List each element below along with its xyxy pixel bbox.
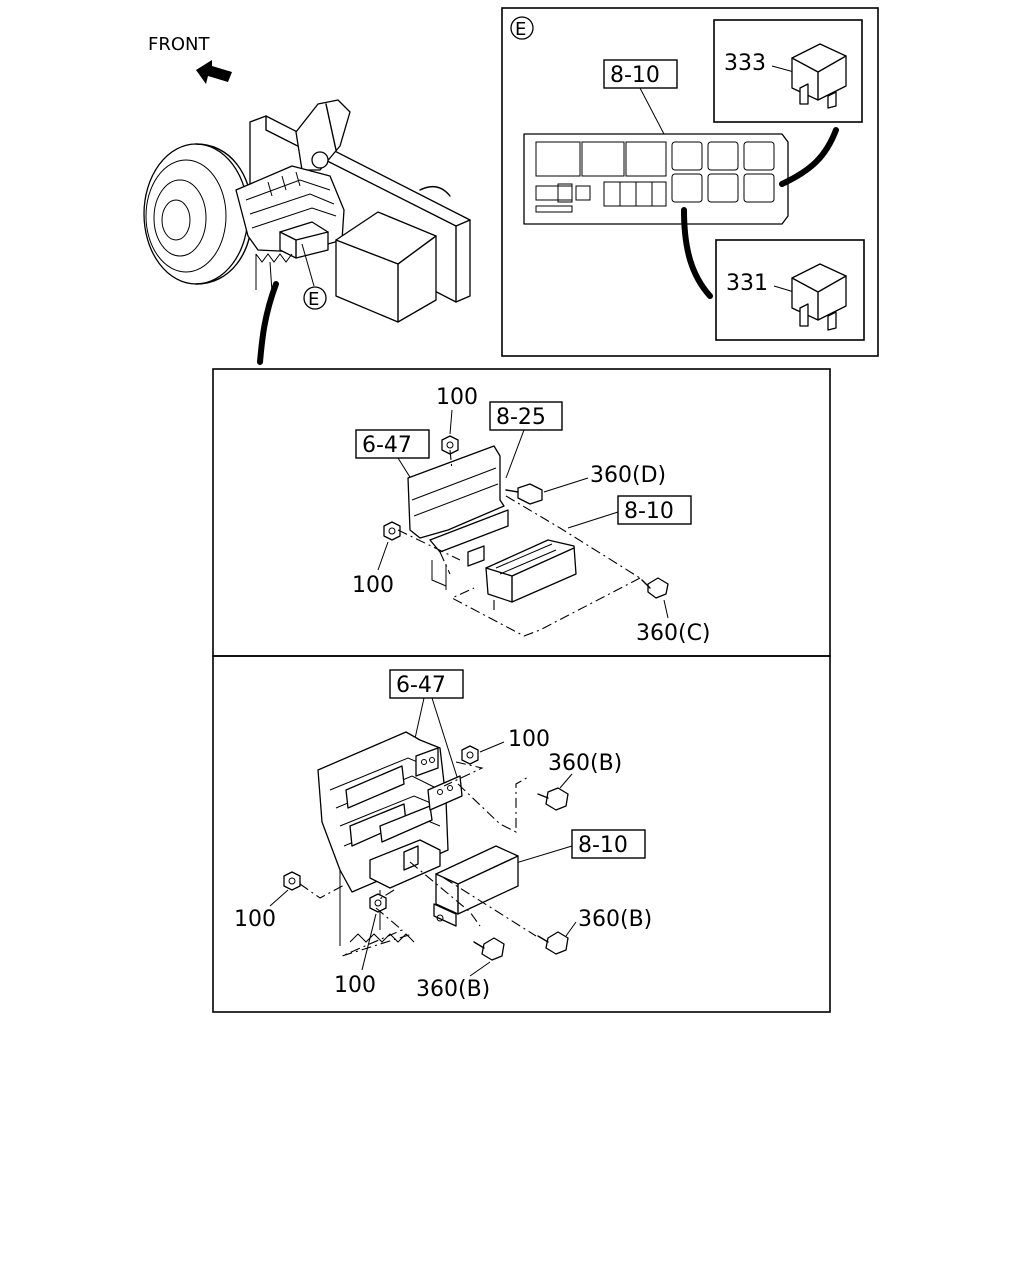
- upper-bolt-c-icon: [641, 577, 669, 599]
- leader-curve: [257, 281, 279, 365]
- upper-nut-top-label: 100: [436, 385, 478, 410]
- fuse-box-plan: [523, 133, 789, 225]
- lower-cut-line: [349, 933, 415, 943]
- fuse-box-ref-label: 8-10: [610, 63, 660, 88]
- lower-nut-bottom-label: 100: [334, 973, 376, 998]
- upper-bracket-ref-box: [355, 429, 430, 459]
- upper-nut-top-icon: [441, 435, 459, 455]
- lower-bolt-b-top-label: 360(B): [548, 751, 622, 776]
- battery-drawing: [335, 211, 437, 323]
- upper-bracket-ref-label: 6-47: [362, 433, 412, 458]
- lower-nut-top-icon: [461, 745, 479, 765]
- upper-cover-ref-box: [489, 401, 563, 431]
- upper-bolt-c-label: 360(C): [636, 621, 711, 646]
- lower-bolt-b-right-icon: [537, 931, 569, 955]
- lower-nut-left-label: 100: [234, 907, 276, 932]
- lower-bolt-b-bottom-icon: [473, 937, 505, 961]
- relay-333-icon: [791, 43, 847, 109]
- lower-box-ref-box: [571, 829, 646, 859]
- upper-fuse-box-drawing: [485, 539, 577, 603]
- detail-e-circle: [510, 16, 534, 40]
- relay-333-leader: [779, 127, 839, 187]
- relay-331-icon: [791, 263, 847, 331]
- relay-331-label: 331: [726, 271, 768, 296]
- upper-bolt-d-icon: [505, 483, 543, 505]
- upper-box-ref-box: [617, 495, 692, 525]
- upper-bolt-d-label: 360(D): [590, 463, 666, 488]
- upper-mount-axis: [397, 449, 641, 637]
- wheel-drawing: [143, 143, 253, 285]
- upper-bracket-drawing: [407, 445, 509, 590]
- relay-333-box: [713, 19, 863, 123]
- fuse-box-overview: [279, 221, 329, 259]
- detail-e-marker-label: E: [308, 289, 319, 310]
- front-arrow-icon: [196, 60, 232, 84]
- lower-box-ref-label: 8-10: [578, 833, 628, 858]
- lower-bracket-drawing: [317, 731, 463, 893]
- relay-333-label: 333: [724, 51, 766, 76]
- relay-331-leader: [681, 207, 713, 299]
- lower-nut-top-label: 100: [508, 727, 550, 752]
- overview-illustration: FRONT: [143, 34, 471, 365]
- relay-331-box: [715, 239, 865, 341]
- detail-e-panel: E 8-10 333: [501, 7, 879, 357]
- upper-mount-panel: 6-47 8-25 8-10 100: [212, 368, 831, 657]
- detail-e-marker-circle: [303, 286, 327, 310]
- lower-nut-left-icon: [283, 871, 301, 891]
- lower-nut-bottom-icon: [369, 893, 387, 913]
- lower-bolt-b-right-label: 360(B): [578, 907, 652, 932]
- upper-box-ref-label: 8-10: [624, 499, 674, 524]
- upper-cover-ref-label: 8-25: [496, 405, 546, 430]
- lower-mount-panel: 6-47 8-10: [212, 655, 831, 1013]
- lower-bolt-b-bottom-label: 360(B): [416, 977, 490, 1002]
- lower-bracket-ref-box: [389, 669, 464, 699]
- upper-nut-left-label: 100: [352, 573, 394, 598]
- upper-nut-left-icon: [383, 521, 401, 541]
- cut-line: [255, 253, 293, 263]
- lower-bracket-ref-label: 6-47: [396, 673, 446, 698]
- lower-fuse-box-drawing: [433, 845, 519, 927]
- lower-mount-axis: [299, 761, 537, 957]
- lower-bolt-b-top-icon: [537, 787, 569, 811]
- front-label: FRONT: [148, 34, 210, 55]
- detail-e-label: E: [515, 19, 526, 40]
